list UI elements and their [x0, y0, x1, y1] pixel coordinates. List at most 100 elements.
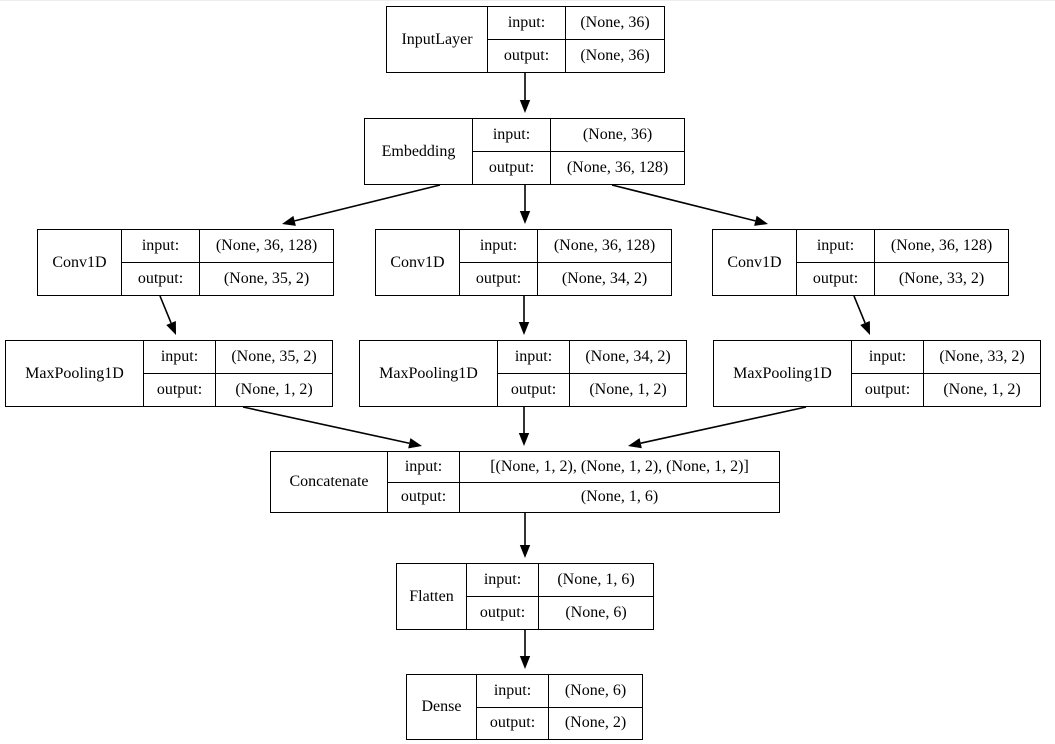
layer-output-row-conv1d_left: output: (None, 35, 2): [122, 263, 333, 295]
layer-input-label-maxpool_right: input:: [852, 341, 924, 373]
edge-embedding-to-conv1d_right: [611, 184, 768, 226]
layer-output-label-embedding: output:: [473, 152, 551, 184]
layer-output-shape-conv1d_right: (None, 33, 2): [898, 270, 985, 287]
layer-output-row-maxpool_right: output: (None, 1, 2): [852, 374, 1040, 406]
layer-output-row-concatenate: output:(None, 1, 6): [388, 482, 779, 512]
edge-conv1d_right-to-maxpool_right: [853, 295, 870, 335]
layer-output-shape-maxpool_middle: (None, 1, 2): [589, 381, 667, 398]
layer-input-label-conv1d_middle: input:: [460, 230, 538, 262]
layer-input-row-maxpool_right: input: (None, 33, 2): [852, 341, 1040, 374]
layer-input-row-flatten: input: (None, 1, 6): [467, 564, 653, 597]
layer-io-table-flatten: input: (None, 1, 6) output:(None, 6): [467, 564, 653, 629]
layer-name-conv1d_middle: Conv1D: [376, 230, 460, 295]
layer-name-concatenate: Concatenate: [271, 452, 388, 512]
layer-input-shape-maxpool_left: (None, 35, 2): [231, 348, 317, 365]
layer-io-table-embedding: input: (None, 36) output: (None, 36, 128): [473, 119, 684, 184]
layer-input-label-input_layer: input:: [488, 7, 566, 39]
layer-input-row-conv1d_left: input: (None, 36, 128): [122, 230, 333, 263]
edge-embedding-to-conv1d_middle: [519, 185, 531, 224]
layer-output-row-dense: output: (None, 2): [477, 707, 642, 739]
layer-name-flatten: Flatten: [397, 564, 467, 629]
layer-name-embedding: Embedding: [365, 119, 473, 184]
layer-input-row-dense: input: (None, 6): [477, 675, 642, 708]
edge-conv1d_left-to-maxpool_left: [159, 295, 176, 335]
edge-conv1d_middle-to-maxpool_middle: [518, 296, 530, 335]
layer-input-shape-conv1d_left: (None, 36, 128): [215, 237, 318, 254]
layer-output-label-conv1d_right: output:: [797, 263, 875, 295]
layer-input-shape-flatten: (None, 1, 6): [557, 571, 635, 588]
layer-name-conv1d_right: Conv1D: [713, 230, 797, 295]
layer-name-maxpool_middle: MaxPooling1D: [360, 341, 498, 406]
layer-output-label-conv1d_left: output:: [122, 263, 200, 295]
layer-io-table-conv1d_middle: input: (None, 36, 128) output:(None, 34, 2…: [460, 230, 671, 295]
layer-io-table-conv1d_left: input: (None, 36, 128) output: (None, 35, 2…: [122, 230, 333, 295]
layer-input-shape-dense: (None, 6): [564, 681, 627, 699]
layer-input-shape-input_layer: (None, 36): [580, 14, 650, 31]
layer-output-shape-dense: (None, 2): [564, 714, 627, 732]
layer-input-row-conv1d_right: input:(None, 36, 128): [797, 230, 1008, 263]
layer-io-table-input_layer: input: (None, 36) output: (None, 36): [488, 7, 664, 72]
edge-flatten-to-dense: [519, 630, 531, 669]
layer-input-shape-embedding: (None, 36): [582, 126, 653, 143]
layer-output-shape-conv1d_left: (None, 35, 2): [223, 270, 310, 287]
layer-input-row-concatenate: input: [(None, 1, 2), (None, 1, 2), (None…: [388, 452, 779, 483]
edge-maxpool_right-to-concatenate: [628, 406, 807, 449]
layer-output-row-maxpool_left: output: (None, 1, 2): [144, 374, 332, 406]
layer-name-input_layer: InputLayer: [387, 7, 488, 72]
layer-output-shape-embedding: (None, 36, 128): [566, 159, 669, 176]
layer-name-maxpool_left: MaxPooling1D: [6, 341, 144, 406]
layer-output-row-embedding: output: (None, 36, 128): [473, 152, 684, 184]
layer-output-label-maxpool_right: output:: [852, 374, 924, 406]
edge-maxpool_middle-to-concatenate: [518, 407, 530, 446]
layer-output-shape-input_layer: (None, 36): [580, 47, 650, 64]
layer-input-label-dense: input:: [477, 675, 549, 707]
edge-maxpool_left-to-concatenate: [242, 406, 422, 449]
edge-embedding-to-conv1d_left: [282, 184, 441, 226]
layer-output-label-input_layer: output:: [488, 40, 566, 72]
layer-input-row-embedding: input: (None, 36): [473, 119, 684, 152]
layer-input-shape-maxpool_right: (None, 33, 2): [939, 348, 1025, 365]
layer-name-conv1d_left: Conv1D: [38, 230, 122, 295]
layer-output-row-maxpool_middle: output:(None, 1, 2): [498, 374, 686, 406]
layer-input-label-flatten: input:: [467, 564, 539, 596]
layer-output-shape-maxpool_left: (None, 1, 2): [235, 381, 313, 398]
layer-input-label-conv1d_right: input:: [797, 230, 875, 262]
layer-name-dense: Dense: [407, 675, 477, 739]
layer-output-shape-concatenate: (None, 1, 6): [580, 488, 659, 506]
layer-output-row-input_layer: output: (None, 36): [488, 40, 664, 72]
layer-output-label-flatten: output:: [467, 597, 539, 629]
layer-input-shape-conv1d_middle: (None, 36, 128): [553, 237, 656, 254]
layer-io-table-dense: input: (None, 6) output: (None, 2): [477, 675, 642, 739]
layer-output-label-maxpool_left: output:: [144, 374, 216, 406]
layer-io-table-maxpool_left: input: (None, 35, 2) output: (None, 1, 2): [144, 341, 332, 406]
layer-output-shape-conv1d_middle: (None, 34, 2): [561, 270, 648, 287]
layer-input-label-maxpool_middle: input:: [498, 341, 570, 373]
layer-input-label-concatenate: input:: [388, 452, 460, 482]
layer-output-row-conv1d_middle: output:(None, 34, 2): [460, 263, 671, 295]
layer-input-row-conv1d_middle: input: (None, 36, 128): [460, 230, 671, 263]
layer-output-row-conv1d_right: output: (None, 33, 2): [797, 263, 1008, 295]
layer-name-maxpool_right: MaxPooling1D: [714, 341, 852, 406]
layer-io-table-concatenate: input: [(None, 1, 2), (None, 1, 2), (None…: [388, 452, 779, 512]
layer-output-row-flatten: output:(None, 6): [467, 597, 653, 629]
layer-input-label-embedding: input:: [473, 119, 551, 151]
layer-input-shape-concatenate: [(None, 1, 2), (None, 1, 2), (None, 1, 2…: [490, 457, 749, 475]
layer-input-label-conv1d_left: input:: [122, 230, 200, 262]
edge-concatenate-to-flatten: [519, 513, 531, 558]
layer-output-shape-maxpool_right: (None, 1, 2): [943, 381, 1021, 398]
layer-output-label-dense: output:: [477, 707, 549, 739]
layer-input-label-maxpool_left: input:: [144, 341, 216, 373]
layer-input-row-maxpool_middle: input: (None, 34, 2): [498, 341, 686, 374]
layer-input-shape-maxpool_middle: (None, 34, 2): [585, 348, 671, 365]
